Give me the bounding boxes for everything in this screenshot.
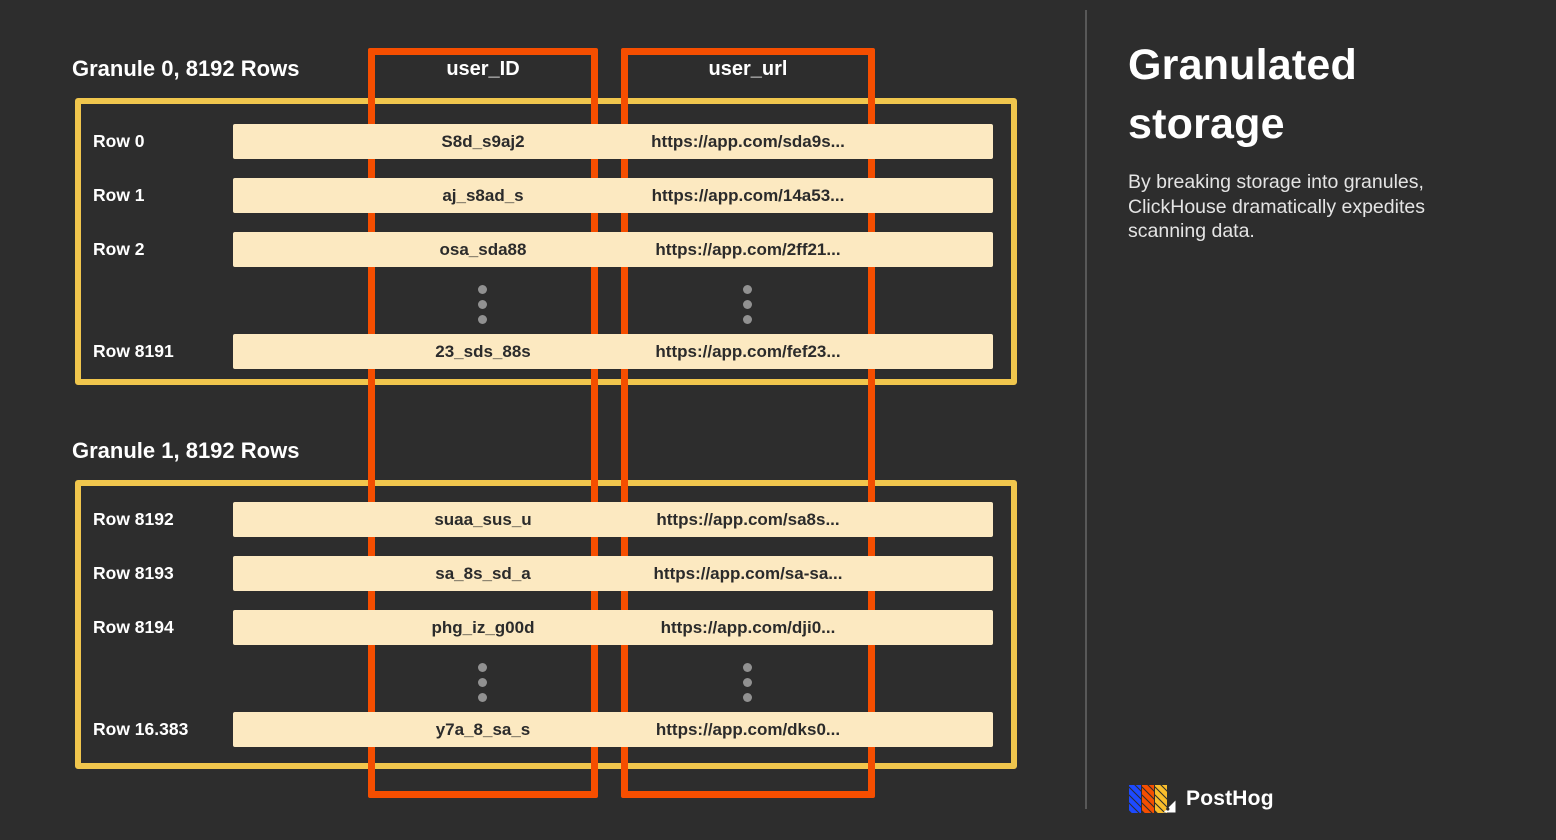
cell-user-id: sa_8s_sd_a — [435, 564, 531, 583]
table-row: S8d_s9aj2 https://app.com/sda9s... — [233, 124, 993, 159]
row-label: Row 8193 — [93, 563, 174, 583]
table-row: osa_sda88 https://app.com/2ff21... — [233, 232, 993, 267]
table-row: 23_sds_88s https://app.com/fef23... — [233, 334, 993, 369]
row-label: Row 8192 — [93, 509, 174, 529]
cell-user-id: S8d_s9aj2 — [441, 132, 525, 151]
row-label: Row 0 — [93, 131, 145, 151]
page-title: Granulated storage — [1128, 36, 1357, 154]
cell-user-id: 23_sds_88s — [435, 342, 531, 361]
cell-user-url: https://app.com/sa8s... — [656, 510, 840, 529]
granule-1-label: Granule 1, 8192 Rows — [72, 438, 300, 463]
panel-divider — [1085, 10, 1087, 809]
table-row: sa_8s_sd_a https://app.com/sa-sa... — [233, 556, 993, 591]
cell-user-id: aj_s8ad_s — [442, 186, 524, 205]
cell-user-id: y7a_8_sa_s — [435, 720, 531, 739]
page-title-line-2: storage — [1128, 100, 1285, 148]
ellipsis-dots-icon — [743, 663, 752, 708]
cell-user-url: https://app.com/dji0... — [660, 618, 836, 637]
row-label: Row 8191 — [93, 341, 174, 361]
table-row: suaa_sus_u https://app.com/sa8s... — [233, 502, 993, 537]
column-header-user-url: user_url — [708, 58, 788, 80]
page-title-line-1: Granulated — [1128, 41, 1357, 89]
brand-name: PostHog — [1186, 786, 1274, 810]
granule-0-label: Granule 0, 8192 Rows — [72, 56, 300, 81]
table-row: phg_iz_g00d https://app.com/dji0... — [233, 610, 993, 645]
ellipsis-dots-icon — [478, 285, 487, 330]
cell-user-url: https://app.com/sa-sa... — [653, 564, 843, 583]
cell-user-url: https://app.com/fef23... — [655, 342, 841, 361]
cell-user-id: osa_sda88 — [439, 240, 527, 259]
row-label: Row 16.383 — [93, 719, 189, 739]
cell-user-url: https://app.com/dks0... — [655, 720, 841, 739]
granule-0-box — [75, 98, 1017, 385]
cell-user-url: https://app.com/14a53... — [651, 186, 845, 205]
cell-user-url: https://app.com/sda9s... — [651, 132, 845, 151]
ellipsis-dots-icon — [478, 663, 487, 708]
table-row: y7a_8_sa_s https://app.com/dks0... — [233, 712, 993, 747]
posthog-logomark-icon — [1129, 785, 1176, 813]
table-row: aj_s8ad_s https://app.com/14a53... — [233, 178, 993, 213]
column-user-id-box — [368, 48, 598, 798]
row-label: Row 8194 — [93, 617, 174, 637]
granule-1-box — [75, 480, 1017, 769]
posthog-brand: PostHog — [1128, 783, 1274, 814]
cell-user-id: suaa_sus_u — [434, 510, 532, 529]
cell-user-id: phg_iz_g00d — [431, 618, 535, 637]
column-user-url-box — [621, 48, 875, 798]
description-text: By breaking storage into granules, Click… — [1128, 171, 1425, 242]
row-label: Row 2 — [93, 239, 145, 259]
row-label: Row 1 — [93, 185, 145, 205]
ellipsis-dots-icon — [743, 285, 752, 330]
cell-user-url: https://app.com/2ff21... — [655, 240, 841, 259]
column-header-user-id: user_ID — [446, 58, 520, 80]
